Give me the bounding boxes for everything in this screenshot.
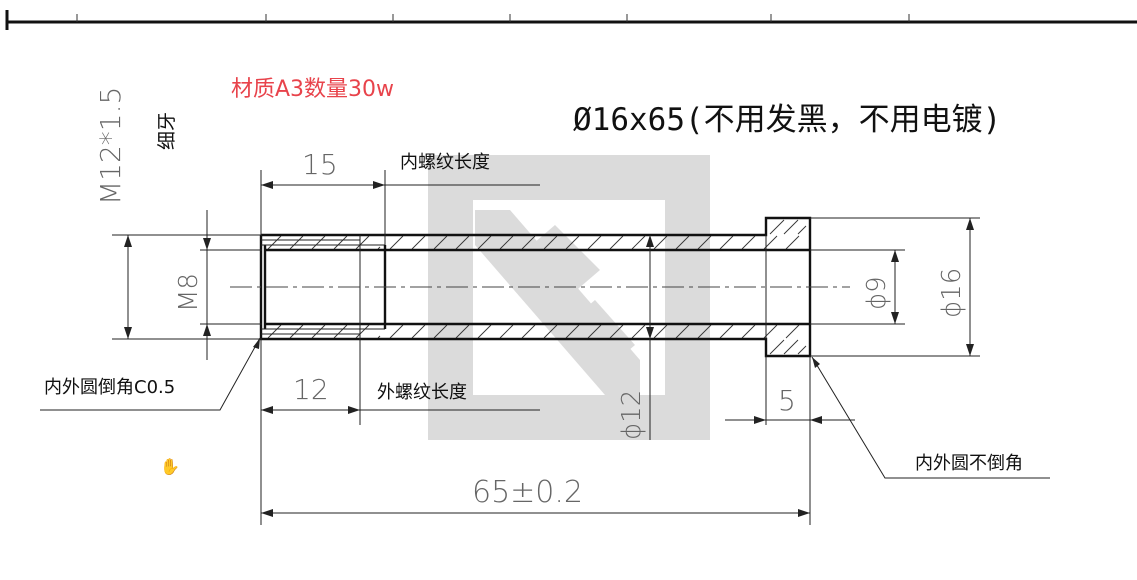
hatch-line [289,235,304,250]
hatch-line [333,235,348,250]
hatch-line [785,235,800,250]
hatch-line [609,235,624,250]
section-hatching [267,219,807,355]
bore-dia-label: ϕ9 [862,276,892,310]
title-spec: Ø16x65(不用发黑，不用电镀) [573,102,1001,138]
hatch-line [587,235,602,250]
thread-spec-label: M12*1.5 [94,87,127,205]
outer-thread-length-value: 12 [293,373,329,406]
hatch-line [785,324,800,339]
hatch-line [411,235,426,250]
hatch-line [587,324,602,339]
hatch-line [797,345,807,355]
hatch-line [741,324,756,339]
inner-thread-length-value: 15 [302,148,338,181]
hatch-line [477,324,492,339]
outer-thread-length-label: 外螺纹长度 [377,382,467,403]
hatch-line [675,324,690,339]
shank-dia-label: ϕ12 [617,390,647,440]
hatch-line [455,235,470,250]
hatch-line [609,324,624,339]
hatch-line [311,324,326,339]
hatch-line [333,324,348,339]
hatch-line [521,324,536,339]
inner-thread-length-label: 内螺纹长度 [400,152,490,173]
hatch-line [355,324,370,339]
hatch-line [311,235,326,250]
hatch-line [797,225,807,235]
hatch-line [631,235,646,250]
hatch-line [769,219,785,235]
dimension-lines [40,170,1050,525]
hatch-line [653,324,668,339]
hatch-line [653,235,668,250]
hatch-line [499,324,514,339]
hatch-line [499,235,514,250]
hatch-line [267,235,282,250]
hatch-line [783,339,799,355]
chamfer-note: 内外圆倒角C0.5 [44,377,175,398]
hatch-line [433,235,448,250]
hatch-line [521,235,536,250]
no-chamfer-note: 内外圆不倒角 [915,453,1023,474]
hatch-line [565,324,580,339]
hatch-line [477,235,492,250]
hatch-line [377,335,381,339]
hatch-line [719,235,734,250]
hatch-line [543,235,558,250]
hatch-line [377,246,381,250]
material-note: 材质A3数量30w [231,77,394,102]
watermark-logo [428,155,710,440]
hatch-line [389,235,404,250]
hatch-line [267,324,282,339]
head-length-label: 5 [778,384,796,417]
hatch-line [355,235,370,250]
inner-thread-dia-label: M8 [174,273,204,312]
hand-cursor-icon: ✋ [160,457,180,476]
hatch-line [783,219,799,235]
hatch-line [433,324,448,339]
thread-type-label: 细牙 [156,112,178,150]
hatch-line [411,324,426,339]
hatch-line [675,235,690,250]
total-length-label: 65±0.2 [472,475,583,510]
hatch-line [769,339,785,355]
hatch-line [455,324,470,339]
hatch-line [697,324,712,339]
hatch-line [289,324,304,339]
top-ruler [5,10,1137,30]
hatch-line [565,235,580,250]
hatch-line [543,324,558,339]
hatch-line [697,235,712,250]
hatch-line [389,324,404,339]
hatch-line [631,324,646,339]
hatch-line [719,324,734,339]
outer-dia-label: ϕ16 [937,268,967,318]
hatch-line [741,235,756,250]
